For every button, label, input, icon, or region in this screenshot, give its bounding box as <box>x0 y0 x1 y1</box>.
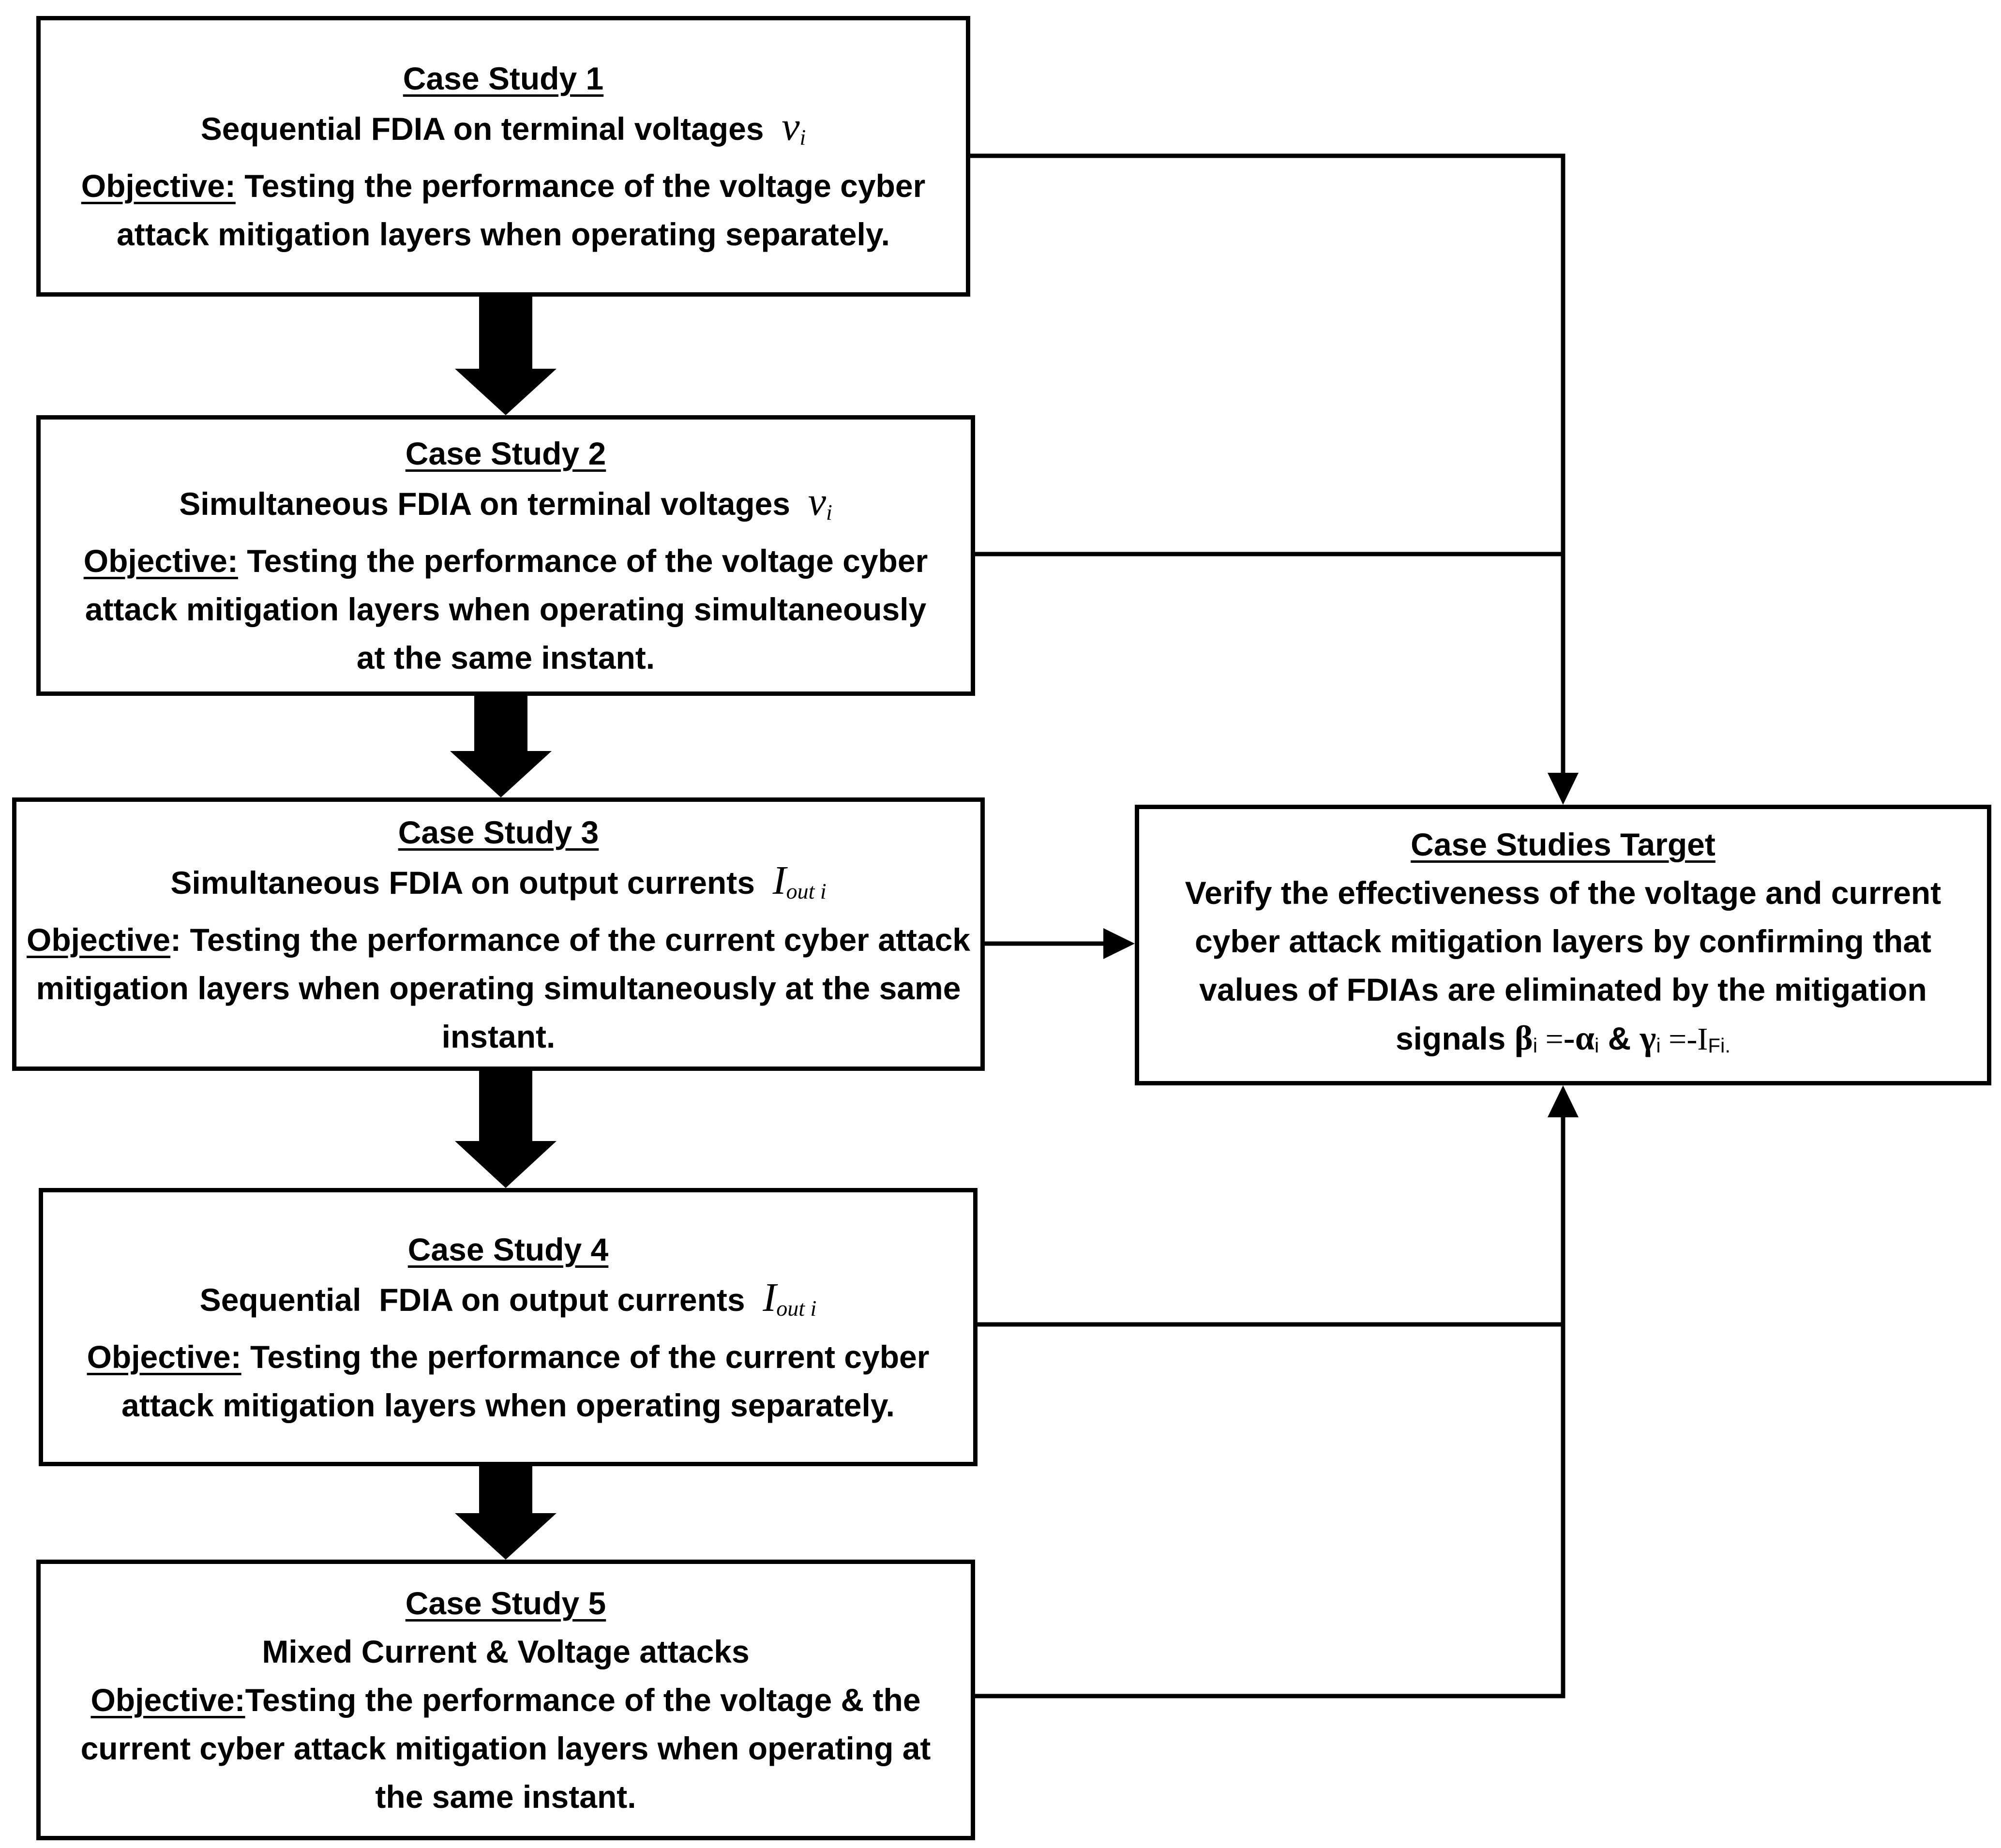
line-cs5-to-target <box>975 1115 1565 1698</box>
arrowhead-up-to-target <box>1548 1085 1579 1117</box>
target-title: Case Studies Target <box>1411 826 1715 862</box>
target-if: -I <box>1686 1022 1708 1057</box>
case-study-3-objective-text: : Testing the performance of the current… <box>36 921 970 1054</box>
case-study-1-objective-text: Testing the performance of the voltage c… <box>117 168 926 252</box>
thick-arrows <box>450 297 557 1560</box>
case-study-5-objective: Objective:Testing the performance of the… <box>70 1676 941 1821</box>
target-eq2: = <box>1660 1022 1687 1057</box>
case-study-4-symbol-sub: out i <box>776 1295 817 1321</box>
case-study-4-description-line: Sequential FDIA on output currents Iout … <box>200 1274 817 1333</box>
target-beta: β <box>1514 1019 1533 1057</box>
case-study-3-objective: Objective: Testing the performance of th… <box>27 916 970 1061</box>
case-study-4-title: Case Study 4 <box>407 1231 609 1267</box>
case-study-3-description: Simultaneous FDIA on output currents <box>170 864 755 901</box>
case-study-1-description-line: Sequential FDIA on terminal voltages vi <box>201 103 806 162</box>
case-study-3-symbol-main: I <box>772 857 786 903</box>
target-gamma-sub: i <box>1656 1034 1661 1057</box>
case-study-3-symbol: Iout i <box>773 858 827 903</box>
thick-arrow-1-2 <box>455 297 557 415</box>
case-study-2-objective: Objective: Testing the performance of th… <box>80 537 932 682</box>
target-beta-sub: i <box>1533 1034 1538 1057</box>
arrowheads <box>1103 773 1579 1117</box>
thin-lines <box>970 153 1565 1698</box>
case-study-4-objective-label: Objective: <box>87 1338 241 1375</box>
case-study-4-symbol: Iout i <box>763 1275 817 1321</box>
case-study-2-symbol-main: v <box>808 479 826 524</box>
case-study-2-objective-text: Testing the performance of the voltage c… <box>85 543 928 676</box>
case-study-2-title: Case Study 2 <box>405 436 606 471</box>
case-study-2-symbol: vi <box>808 479 832 525</box>
arrowhead-right-to-target <box>1103 928 1135 959</box>
target-if-sub: Fi. <box>1708 1034 1731 1057</box>
line-cs1-to-target <box>970 153 1565 774</box>
target-amp: & <box>1599 1021 1640 1056</box>
case-study-1-objective-label: Objective: <box>81 168 236 204</box>
case-study-4-description: Sequential FDIA on output currents <box>199 1281 745 1318</box>
target-eq1: = <box>1537 1022 1564 1057</box>
case-study-2-objective-label: Objective: <box>83 543 238 579</box>
target-text-block: Verify the effectiveness of the voltage … <box>1152 869 1974 1070</box>
case-studies-target-box: Case Studies Target Verify the effective… <box>1135 805 1991 1085</box>
thick-arrow-4-5 <box>455 1466 557 1560</box>
case-study-4-box: Case Study 4 Sequential FDIA on output c… <box>39 1188 978 1466</box>
case-study-3-symbol-sub: out i <box>786 878 827 903</box>
case-study-4-objective-text: Testing the performance of the current c… <box>121 1338 930 1423</box>
arrowhead-down-to-target <box>1548 773 1579 805</box>
case-study-1-box: Case Study 1 Sequential FDIA on terminal… <box>36 16 970 297</box>
case-study-5-objective-label: Objective: <box>90 1682 245 1718</box>
thick-arrow-3-4 <box>455 1071 557 1188</box>
target-alpha: -α <box>1563 1019 1595 1057</box>
case-study-1-description: Sequential FDIA on terminal voltages <box>200 111 764 147</box>
case-study-2-description-line: Simultaneous FDIA on terminal voltages v… <box>179 478 832 537</box>
thick-arrow-2-3 <box>450 696 552 797</box>
case-study-3-description-line: Simultaneous FDIA on output currents Iou… <box>170 856 826 916</box>
case-study-2-symbol-sub: i <box>826 500 832 525</box>
case-study-1-symbol: vi <box>782 104 806 150</box>
case-study-2-box: Case Study 2 Simultaneous FDIA on termin… <box>36 415 975 696</box>
case-study-3-objective-label: Objective <box>27 921 171 958</box>
case-study-3-title: Case Study 3 <box>398 814 599 850</box>
case-study-1-symbol-sub: i <box>799 125 806 150</box>
case-study-4-symbol-main: I <box>763 1275 777 1320</box>
target-text: Verify the effectiveness of the voltage … <box>1185 875 1941 1056</box>
case-study-1-objective: Objective: Testing the performance of th… <box>77 162 929 258</box>
case-study-3-box: Case Study 3 Simultaneous FDIA on output… <box>12 797 985 1071</box>
case-study-4-objective: Objective: Testing the performance of th… <box>82 1333 934 1429</box>
target-alpha-sub: i <box>1594 1034 1599 1057</box>
case-study-5-box: Case Study 5 Mixed Current & Voltage att… <box>36 1560 975 1840</box>
target-gamma: γ <box>1640 1019 1656 1057</box>
case-study-2-description: Simultaneous FDIA on terminal voltages <box>179 486 790 522</box>
case-study-1-title: Case Study 1 <box>403 60 604 96</box>
case-study-1-symbol-main: v <box>782 104 800 149</box>
case-study-5-description: Mixed Current & Voltage attacks <box>262 1634 750 1669</box>
case-study-5-title: Case Study 5 <box>405 1585 606 1621</box>
case-study-5-objective-text: Testing the performance of the voltage &… <box>80 1682 931 1815</box>
